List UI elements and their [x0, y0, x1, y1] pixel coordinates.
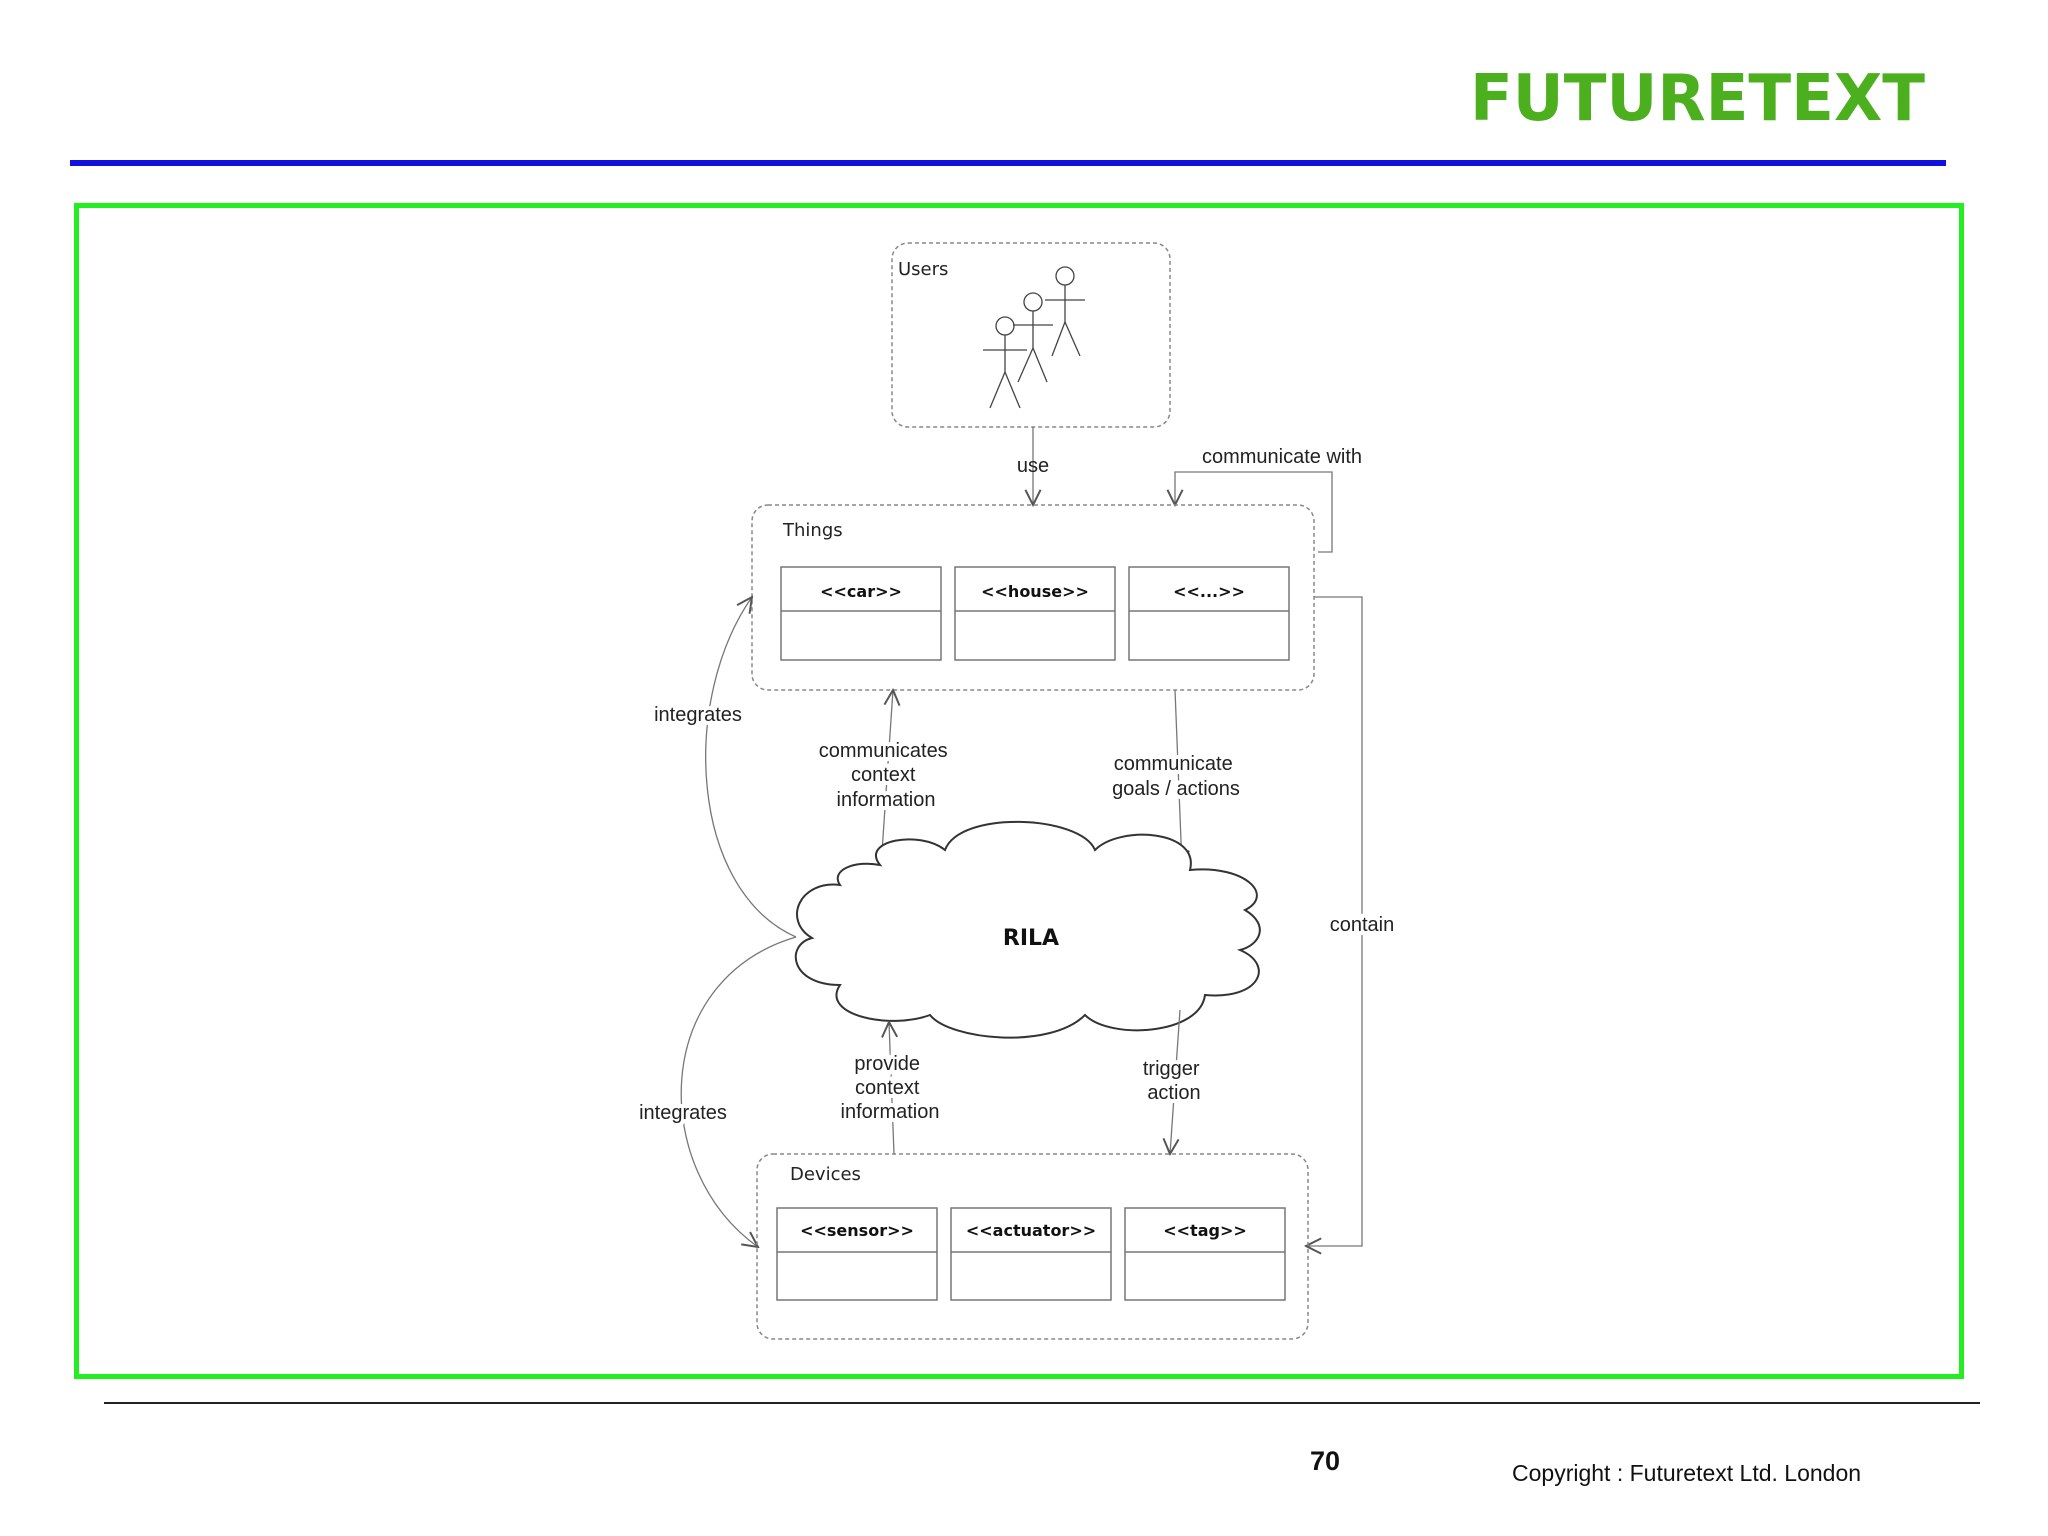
- trigger-action-edge: [1170, 1009, 1181, 1154]
- devices-title: Devices: [790, 1164, 861, 1185]
- class-sensor: <<sensor>>: [800, 1221, 914, 1240]
- integrates-bottom-label: integrates: [639, 1102, 727, 1124]
- users-group: Users: [891, 242, 1171, 428]
- class-box: <<car>>: [780, 566, 942, 661]
- class-box: <<sensor>>: [776, 1207, 938, 1301]
- integrates-top-label: integrates: [654, 704, 742, 726]
- actor-icon: [983, 316, 1027, 409]
- use-label: use: [1017, 455, 1049, 477]
- class-box: <<actuator>>: [950, 1207, 1112, 1301]
- class-box: <<...>>: [1128, 566, 1290, 661]
- users-title: Users: [898, 259, 948, 280]
- class-house: <<house>>: [981, 582, 1089, 601]
- contain-label: contain: [1330, 914, 1395, 936]
- footer-divider: [104, 1402, 1980, 1404]
- logo-text: FUTURETEXT: [1470, 62, 1925, 132]
- diagram-frame: [74, 203, 1964, 1379]
- page-number: 70: [1309, 1446, 1341, 1476]
- communicate-goals-label: communicate goals / actions: [1112, 753, 1240, 800]
- futuretext-logo: FUTURETEXT: [1470, 62, 1930, 136]
- actor-icon: [1013, 292, 1053, 383]
- things-group: Things <<car>> <<house>> <<...>>: [751, 504, 1315, 691]
- class-car: <<car>>: [820, 582, 902, 601]
- header-divider: [70, 160, 1946, 166]
- provide-context-label: provide context information: [841, 1053, 940, 1123]
- class-box: <<tag>>: [1124, 1207, 1286, 1301]
- copyright-text: Copyright : Futuretext Ltd. London: [1512, 1460, 1862, 1486]
- integrates-devices-edge: [680, 936, 797, 1247]
- communicate-goals-edge: [1175, 689, 1182, 866]
- communicates-context-label: communicates context information: [819, 740, 954, 811]
- communicate-with-edge: [1175, 471, 1333, 553]
- communicate-with-label: communicate with: [1202, 446, 1362, 468]
- rila-label: RILA: [1003, 926, 1059, 951]
- devices-group: Devices <<sensor>> <<actuator>> <<tag>>: [756, 1153, 1309, 1340]
- integrates-things-edge: [705, 597, 797, 938]
- contain-edge: [1306, 596, 1363, 1246]
- actor-icon: [1045, 266, 1085, 357]
- class-box: <<house>>: [954, 566, 1116, 661]
- class-etc: <<...>>: [1173, 582, 1245, 601]
- rila-cloud: RILA: [794, 820, 1261, 1039]
- class-tag: <<tag>>: [1163, 1221, 1247, 1240]
- class-actuator: <<actuator>>: [966, 1221, 1096, 1240]
- provide-context-edge: [889, 1022, 894, 1155]
- communicates-context-edge: [881, 690, 893, 853]
- trigger-action-label: trigger action: [1143, 1058, 1205, 1104]
- things-title: Things: [782, 520, 843, 541]
